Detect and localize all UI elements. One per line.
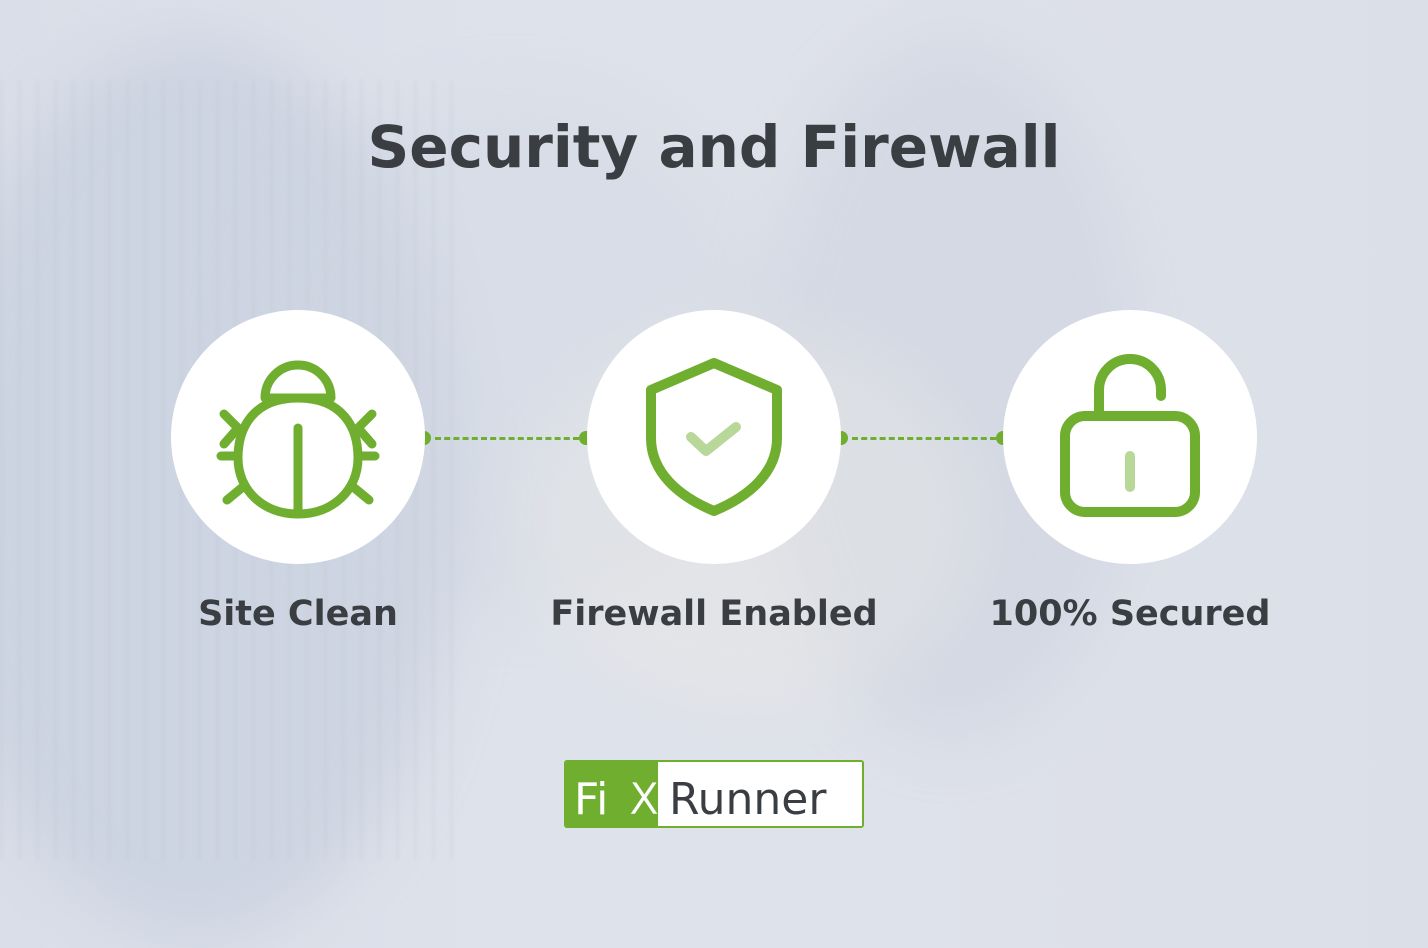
unlocked-padlock-icon: [1060, 354, 1200, 517]
feature-100-secured: 100% Secured: [960, 310, 1300, 650]
feature-firewall-enabled: Firewall Enabled: [544, 310, 884, 650]
feature-label: 100% Secured: [989, 594, 1271, 634]
feature-circle: [1003, 310, 1257, 564]
feature-circle: [587, 310, 841, 564]
logo-text-x: X: [629, 774, 659, 825]
fixrunner-logo-text: Fi X Runner: [574, 774, 827, 826]
logo-text-fi: Fi: [574, 774, 608, 825]
feature-label: Firewall Enabled: [550, 594, 878, 634]
feature-site-clean: Site Clean: [128, 310, 468, 650]
feature-label: Site Clean: [198, 594, 398, 634]
page-title: Security and Firewall: [367, 113, 1061, 181]
shield-check-icon: [646, 358, 782, 516]
logo-text-runner: Runner: [669, 774, 827, 825]
fixrunner-logo: Fi X Runner: [564, 760, 864, 828]
feature-circle: [171, 310, 425, 564]
bug-icon: [216, 360, 380, 519]
